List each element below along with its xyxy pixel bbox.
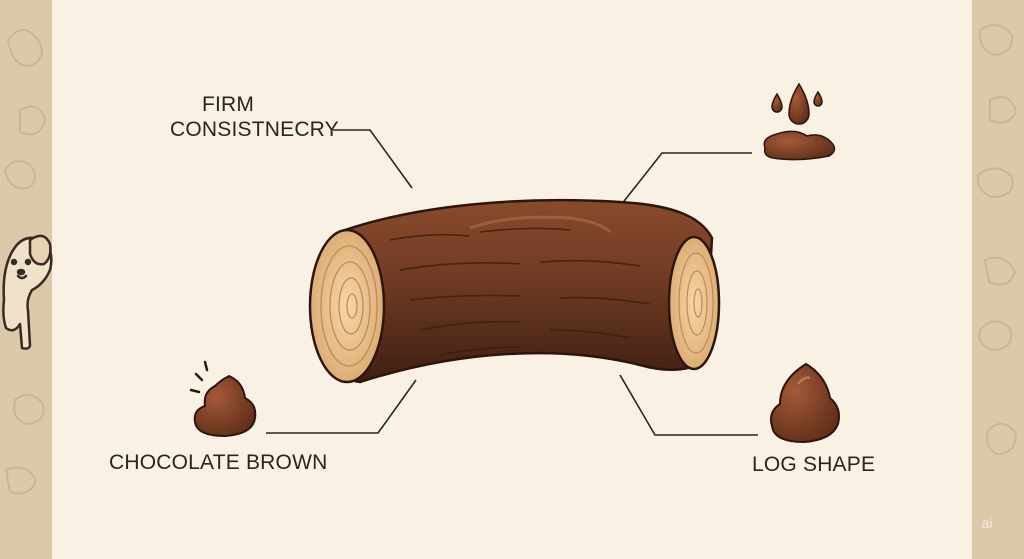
dog-icon — [2, 234, 53, 350]
leader-line-top-right — [620, 152, 752, 206]
small-pile-icon — [189, 360, 257, 438]
ai-watermark-icon: ai — [981, 515, 993, 531]
leader-line-firm — [333, 129, 413, 189]
label-firm-line1: FIRM — [201, 93, 255, 116]
label-chocolate-brown: CHOCOLATE BROWN — [109, 451, 328, 474]
leader-lines — [266, 129, 758, 436]
label-firm-consistency: FIRM CONSISTNECRY — [168, 92, 339, 142]
leader-line-chocolate — [266, 379, 417, 434]
large-pile-icon — [770, 362, 840, 444]
label-firm-line2: CONSISTNECRY — [170, 118, 339, 142]
label-log-shape: LOG SHAPE — [752, 453, 876, 476]
liquid-drops-icon — [763, 82, 836, 161]
side-doodle-pattern — [3, 24, 1018, 495]
right-pattern-strip — [972, 0, 1024, 559]
leader-line-log — [619, 374, 758, 436]
stool-log-illustration — [308, 198, 721, 384]
